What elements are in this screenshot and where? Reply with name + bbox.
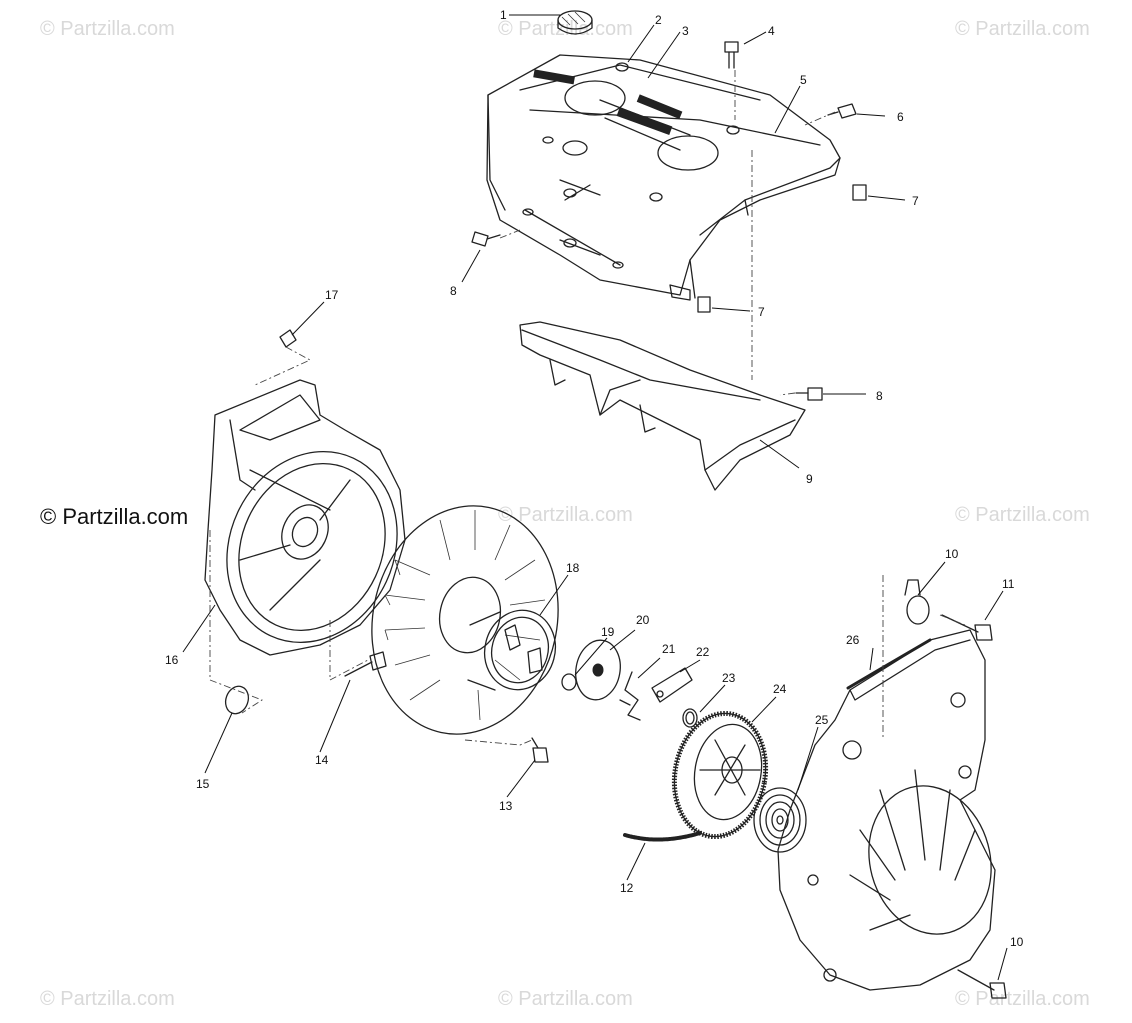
part-starter-cup	[467, 609, 557, 691]
callout-7-lower: 7	[758, 305, 765, 319]
watermark-bottom-right: © Partzilla.com	[955, 988, 1090, 1010]
callout-4: 4	[768, 24, 775, 38]
part-bolt-14	[344, 651, 387, 677]
callout-16: 16	[165, 653, 179, 667]
watermark-bottom-left: © Partzilla.com	[40, 988, 175, 1010]
callout-3: 3	[682, 24, 689, 38]
callout-6: 6	[897, 110, 904, 124]
part-ring-23	[682, 708, 698, 728]
watermark-top-center: © Partzilla.com	[498, 18, 633, 40]
callout-7-upper: 7	[912, 194, 919, 208]
callout-25: 25	[815, 713, 829, 727]
callout-10-lower: 10	[1010, 935, 1024, 949]
callout-20: 20	[636, 613, 650, 627]
part-flywheel-fan	[371, 505, 559, 735]
callout-11: 11	[1002, 577, 1015, 591]
watermark-bottom-center: © Partzilla.com	[498, 988, 633, 1010]
callout-21: 21	[662, 642, 676, 656]
part-oil-cap	[557, 10, 593, 35]
part-recoil-housing	[777, 629, 996, 991]
part-pawl-22	[651, 667, 693, 703]
callout-12: 12	[620, 881, 634, 895]
part-clip-7-upper	[852, 184, 867, 201]
watermark-middle-center: © Partzilla.com	[498, 504, 633, 526]
callout-1: 1	[500, 8, 507, 22]
part-bolt-8-upper	[471, 231, 501, 247]
part-bolt-11	[941, 614, 993, 641]
part-plate-20	[575, 639, 621, 701]
part-air-duct	[519, 321, 806, 491]
callout-26: 26	[846, 633, 860, 647]
callout-19: 19	[601, 625, 615, 639]
part-recoil-pulley	[671, 710, 769, 840]
part-bolt-4	[724, 41, 739, 69]
part-bolt-8-lower	[795, 387, 823, 401]
callout-24: 24	[773, 682, 787, 696]
callout-8-upper: 8	[450, 284, 457, 298]
watermark-top-left: © Partzilla.com	[40, 18, 175, 40]
part-starter-rope	[623, 831, 702, 842]
watermark-middle-right: © Partzilla.com	[955, 504, 1090, 526]
part-clamp-10-upper	[904, 579, 930, 625]
callout-17: 17	[325, 288, 339, 302]
watermark-main: © Partzilla.com	[40, 504, 189, 529]
callout-14: 14	[315, 753, 329, 767]
part-bolt-10-lower	[957, 969, 1007, 999]
part-pin-17	[279, 329, 297, 348]
part-top-shroud	[486, 54, 841, 301]
callout-2: 2	[655, 13, 662, 27]
alignment-lines	[209, 70, 966, 746]
part-nut-19	[561, 673, 577, 691]
callout-10-upper: 10	[945, 547, 959, 561]
part-spring-21	[619, 671, 641, 721]
part-recoil-spring	[753, 787, 807, 853]
callout-labels: 1 2 3 4 5 6 7 7 8 8 9 10 10 11 12 13 14 …	[165, 8, 1024, 949]
callout-23: 23	[722, 671, 736, 685]
part-bolt-6	[827, 103, 857, 119]
callout-9: 9	[806, 472, 813, 486]
watermark-top-right: © Partzilla.com	[955, 18, 1090, 40]
callout-8-lower: 8	[876, 389, 883, 403]
leader-lines	[182, 14, 1008, 981]
part-bolt-13	[531, 737, 549, 763]
callout-13: 13	[499, 799, 513, 813]
part-clip-7-lower	[697, 296, 711, 313]
part-plug-15	[224, 685, 250, 715]
callout-18: 18	[566, 561, 580, 575]
callout-5: 5	[800, 73, 807, 87]
part-blower-housing	[204, 379, 406, 656]
callout-22: 22	[696, 645, 710, 659]
callout-15: 15	[196, 777, 210, 791]
